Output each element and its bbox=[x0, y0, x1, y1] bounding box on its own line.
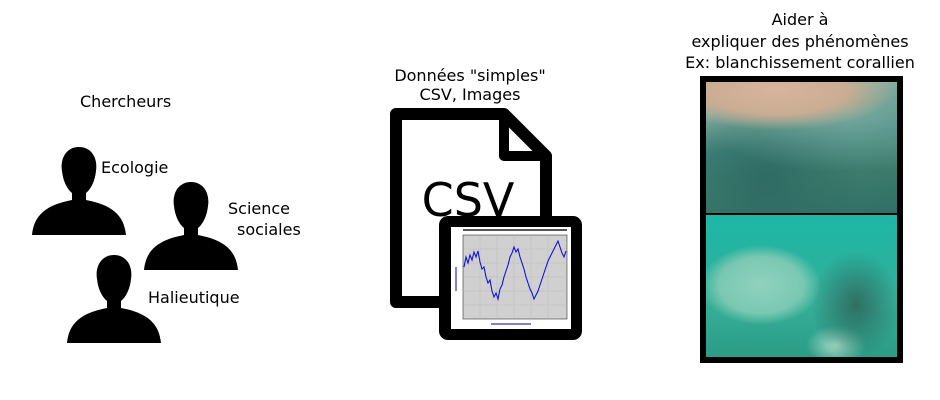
bleached-coral-photo bbox=[706, 215, 897, 357]
plot-line bbox=[463, 239, 567, 302]
role-science-sociales-line1: Science bbox=[228, 199, 291, 218]
phenomena-title-line3: Ex: blanchissement corallien bbox=[685, 53, 915, 72]
beach-aerial-photo bbox=[706, 82, 897, 213]
data-title-line1: Données "simples" bbox=[394, 66, 546, 85]
researchers-title: Chercheurs bbox=[80, 92, 172, 111]
coral-photo-panel bbox=[700, 76, 903, 363]
role-halieutique: Halieutique bbox=[148, 288, 240, 307]
phenomena-title-line2: expliquer des phénomènes bbox=[691, 32, 909, 51]
person-icon-science-sociales bbox=[144, 182, 238, 270]
data-title-line2: CSV, Images bbox=[419, 85, 521, 104]
role-science-sociales-line2: sociales bbox=[237, 220, 301, 239]
phenomena-title-line1: Aider à bbox=[771, 10, 829, 29]
time-series-thumbnail bbox=[451, 227, 571, 329]
person-icon-ecologie bbox=[32, 147, 126, 235]
person-icon-halieutique bbox=[67, 255, 161, 343]
role-ecologie: Ecologie bbox=[101, 158, 169, 177]
